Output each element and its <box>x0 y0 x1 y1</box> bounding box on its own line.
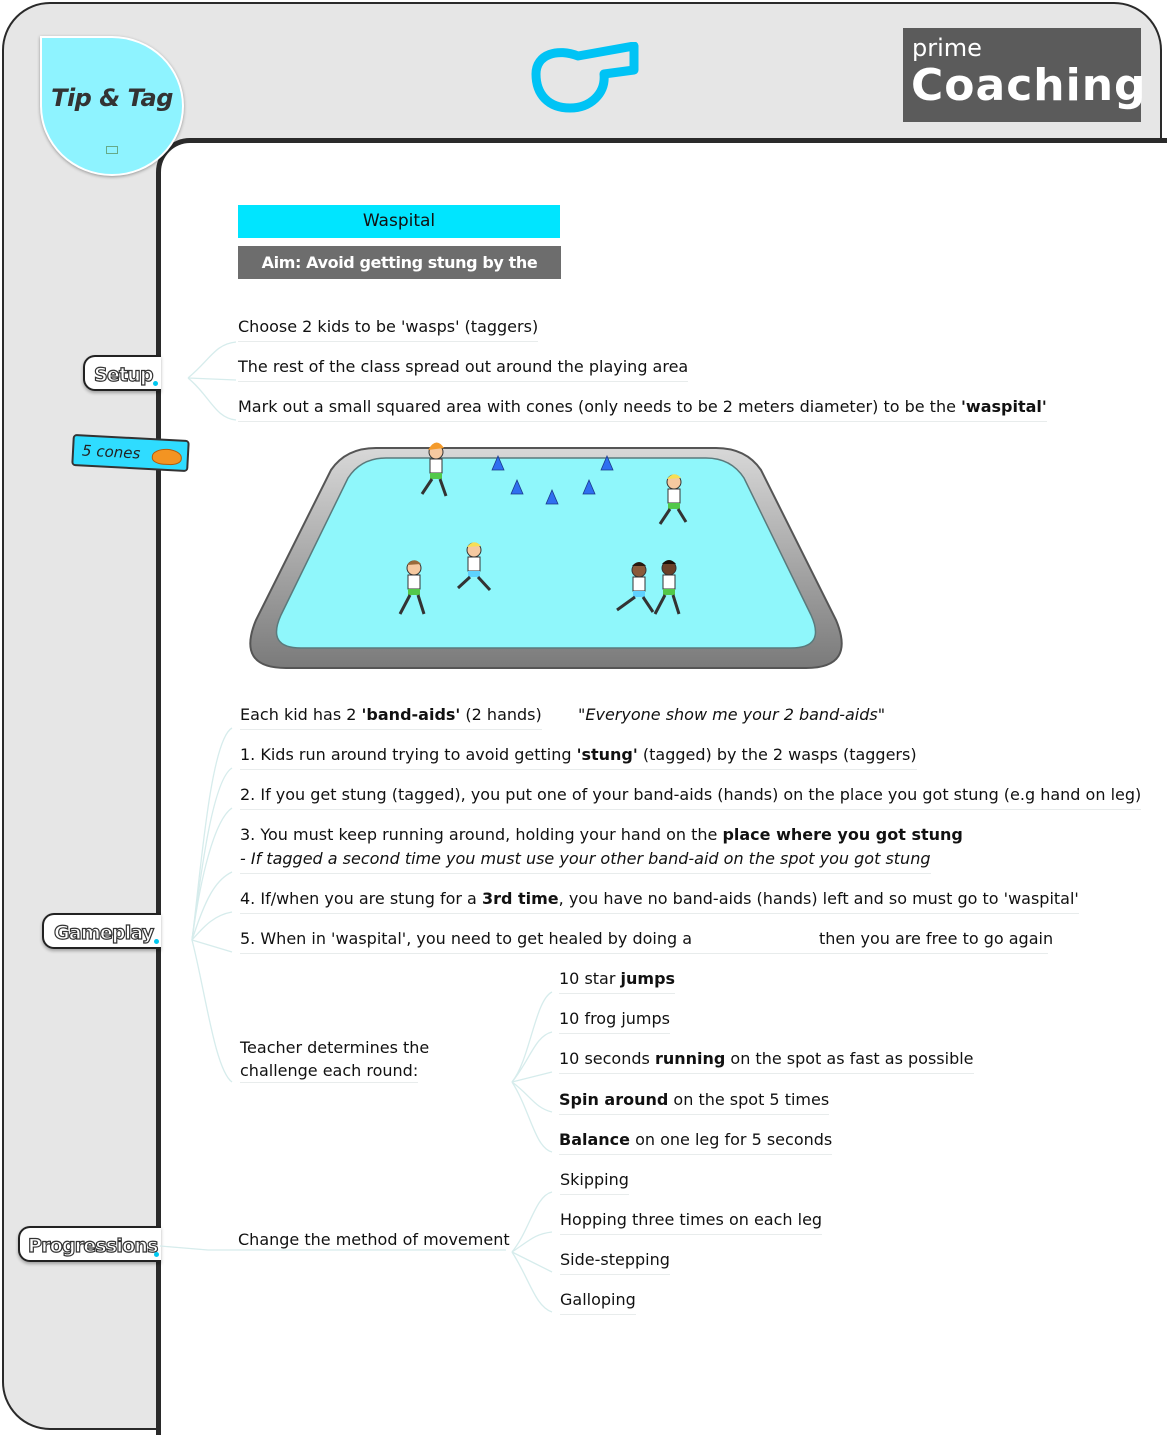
whistle-icon <box>531 42 639 113</box>
challenge-item-2: 10 frog jumps <box>559 1007 670 1034</box>
challenge-item-3: 10 seconds running on the spot as fast a… <box>559 1047 974 1074</box>
progression-item-1: Skipping <box>560 1168 629 1195</box>
gameplay-label-text: Gameplay <box>53 921 154 944</box>
brand-logo: prime Coaching <box>903 28 1146 122</box>
gameplay-label: Gameplay <box>42 913 161 949</box>
gameplay-intro-quote: "Everyone show me your 2 band-aids" <box>578 705 886 724</box>
setup-item-3: Mark out a small squared area with cones… <box>238 395 1047 422</box>
gameplay-step-1: 1. Kids run around trying to avoid getti… <box>240 743 917 770</box>
activity-aim: Aim: Avoid getting stung by the wasps <box>238 246 561 305</box>
gameplay-step-5: 5. When in 'waspital', you need to get h… <box>240 927 1053 954</box>
setup-item-2: The rest of the class spread out around … <box>238 355 689 382</box>
progressions-label: Progressions <box>18 1226 161 1262</box>
gameplay-intro: Each kid has 2 'band-aids' (2 hands) <box>240 703 542 730</box>
activity-title: Waspital <box>238 205 560 238</box>
activity-badge: Tip & Tag <box>40 36 184 176</box>
challenge-item-1: 10 star jumps <box>559 967 676 994</box>
progressions-label-text: Progressions <box>27 1234 159 1257</box>
cones-group <box>491 454 614 505</box>
setup-label: Setup <box>83 355 161 391</box>
brand-top: prime <box>912 34 982 62</box>
gameplay-step-2: 2. If you get stung (tagged), you put on… <box>240 783 1142 810</box>
gameplay-step-3: 3. You must keep running around, holding… <box>240 825 963 844</box>
brand-bottom: Coaching <box>911 60 1147 111</box>
challenge-item-5: Balance on one leg for 5 seconds <box>559 1128 833 1155</box>
activity-badge-title: Tip & Tag <box>51 84 173 112</box>
challenge-item-4: Spin around on the spot 5 times <box>559 1088 830 1115</box>
setup-item-1: Choose 2 kids to be 'wasps' (taggers) <box>238 315 539 342</box>
playing-area-illustration <box>249 442 843 669</box>
progression-item-2: Hopping three times on each leg <box>560 1208 823 1235</box>
setup-label-text: Setup <box>93 363 154 386</box>
card-icon <box>106 146 118 154</box>
gameplay-step-3-note: - If tagged a second time you must use y… <box>240 847 931 874</box>
progression-item-4: Galloping <box>560 1288 636 1315</box>
content-panel <box>156 138 1167 1435</box>
progression-item-3: Side-stepping <box>560 1248 670 1275</box>
kids-group <box>398 442 688 615</box>
progression-main: Change the method of movement <box>238 1230 510 1249</box>
gameplay-step-4: 4. If/when you are stung for a 3rd time,… <box>240 887 1079 914</box>
